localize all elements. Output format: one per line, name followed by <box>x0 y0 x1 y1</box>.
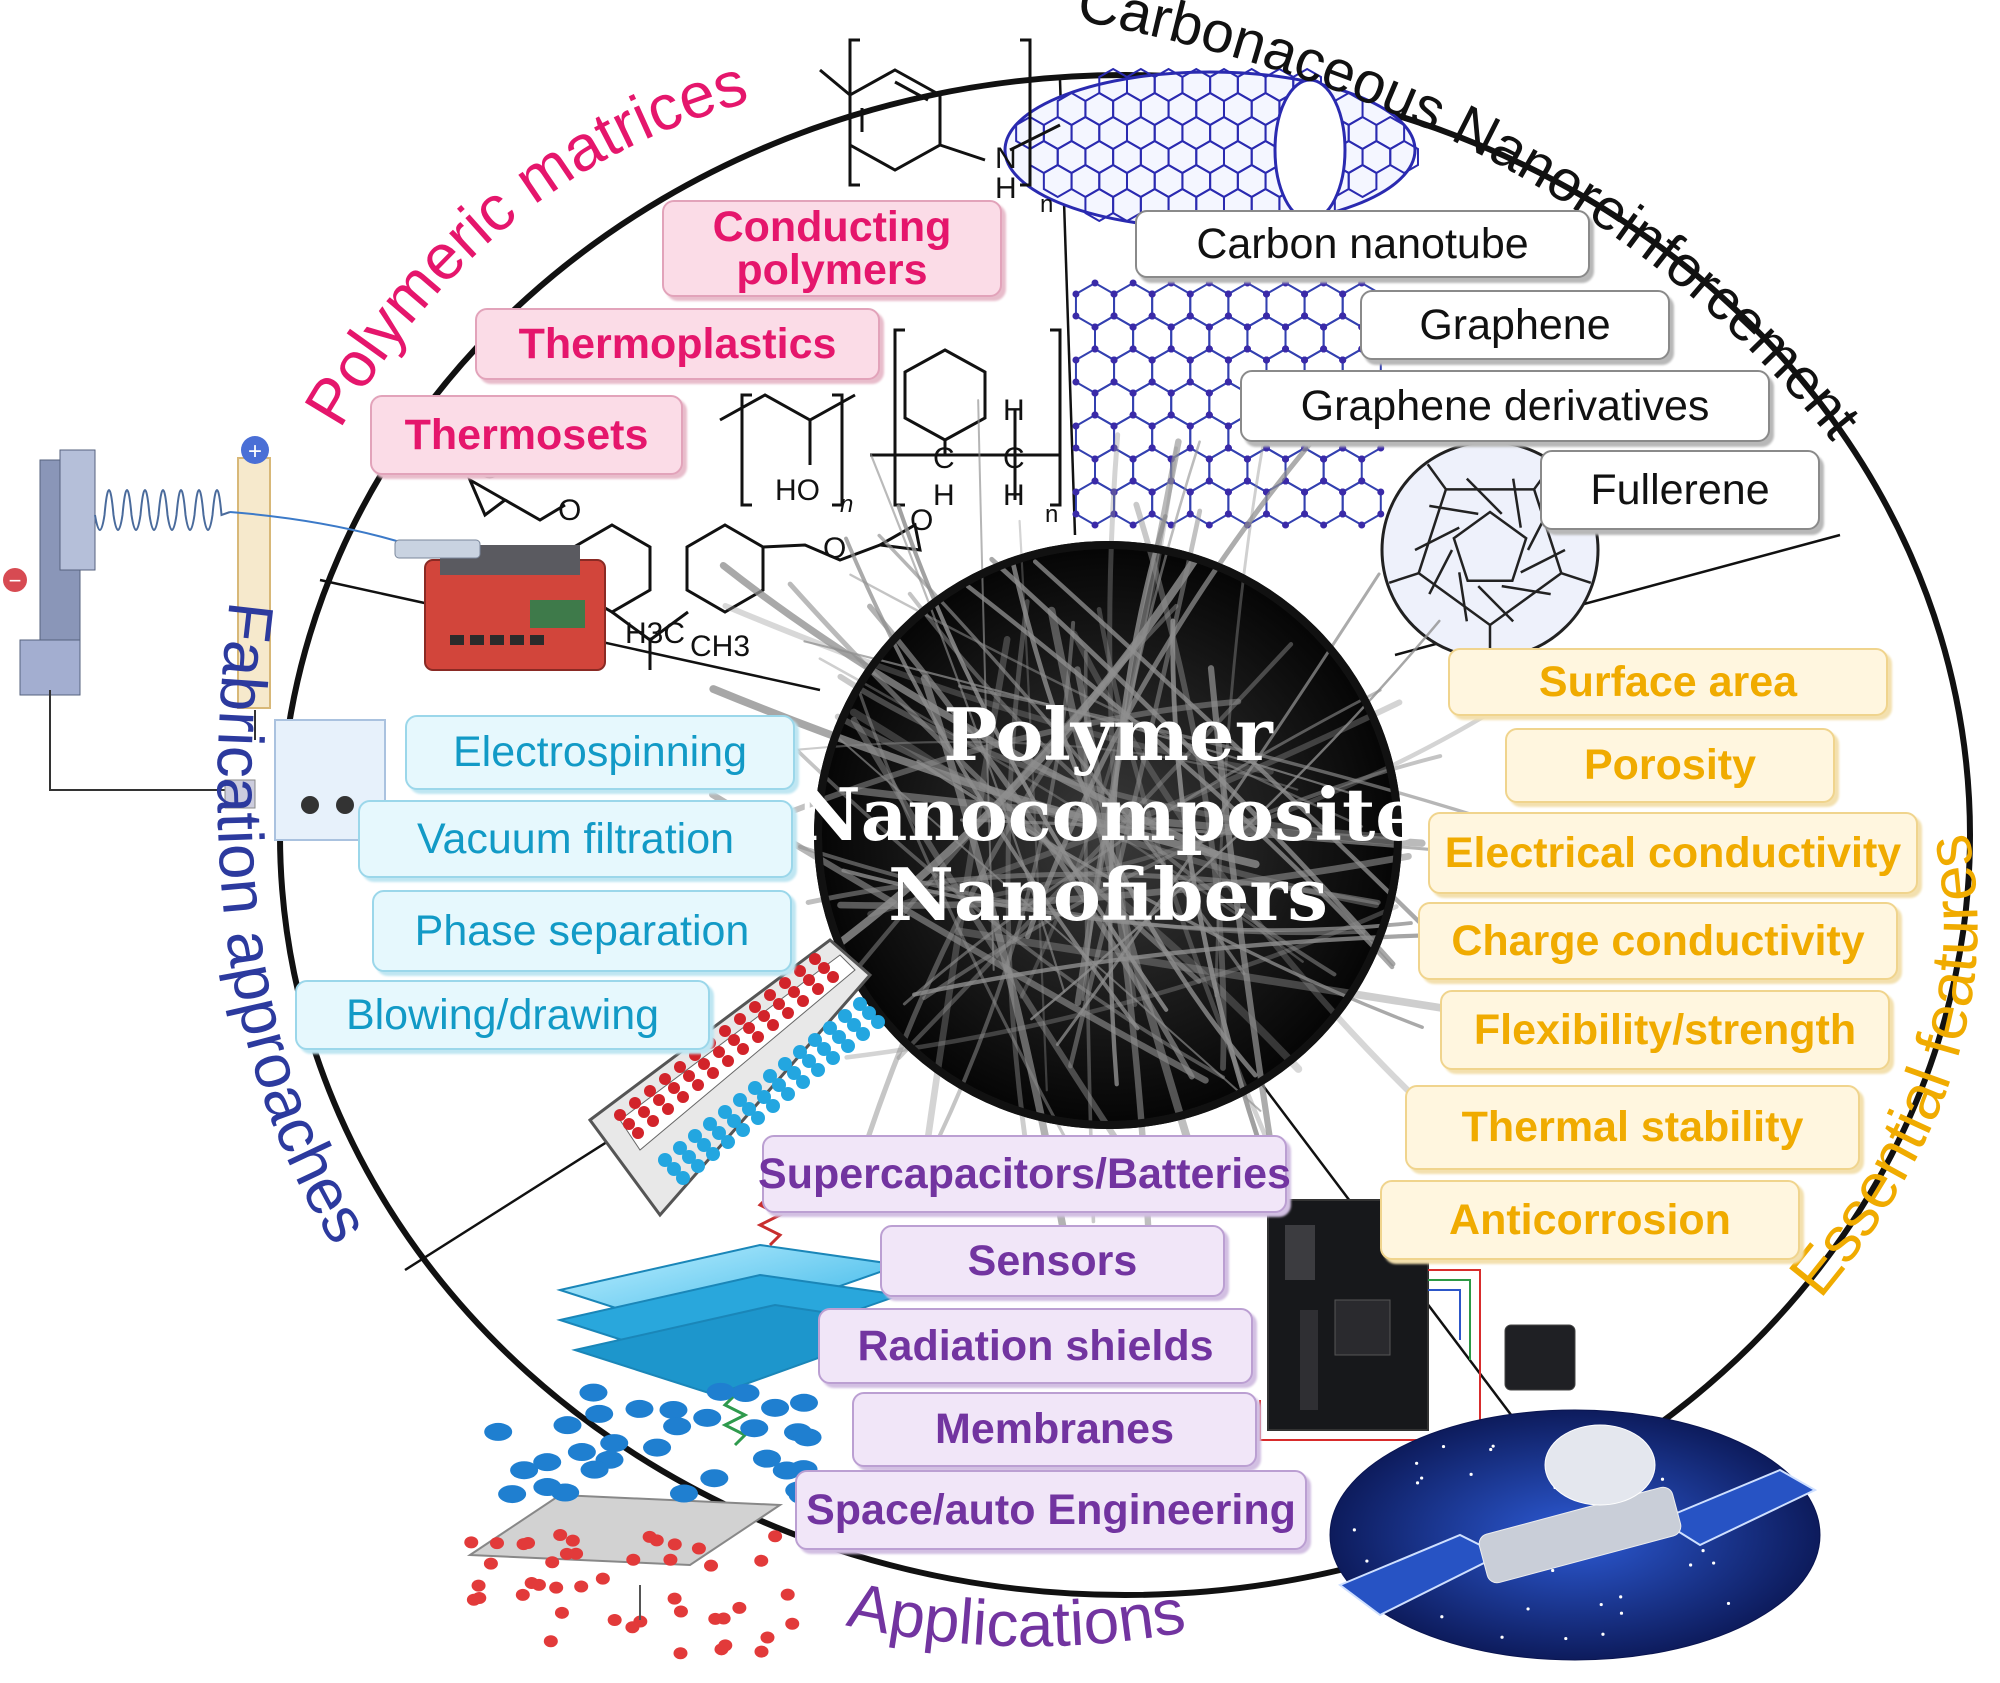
conducting-line-2: polymers <box>736 245 928 294</box>
epoxy-o2-label: O <box>558 494 581 527</box>
center-title-line-1: Polymer <box>943 692 1273 777</box>
satellite-space-icon <box>1329 1409 1821 1661</box>
label-graphene: Graphene <box>1360 290 1670 360</box>
ps-h-b-label: H <box>933 479 955 512</box>
epoxy-ch3-label: CH3 <box>690 630 750 663</box>
label-flexibility-strength: Flexibility/strength <box>1440 990 1890 1070</box>
label-electrospinning: Electrospinning <box>405 715 795 790</box>
pva-structure-icon <box>719 393 856 507</box>
amine-h-label: H <box>995 172 1017 205</box>
label-radiation-shields: Radiation shields <box>818 1308 1253 1384</box>
epoxy-h3c-label: H3C <box>625 617 685 650</box>
label-fullerene: Fullerene <box>1540 450 1820 530</box>
epoxy-o3-label: O <box>823 532 846 565</box>
epoxy-o4-label: O <box>910 504 933 537</box>
section-title-applications-path: Applications <box>842 1568 1190 1660</box>
label-thermosets: Thermosets <box>370 395 683 475</box>
amine-n-label: N <box>995 142 1017 175</box>
membrane-illustration-icon <box>464 1382 822 1660</box>
label-charge-conductivity: Charge conductivity <box>1418 902 1898 980</box>
label-blowing-drawing: Blowing/drawing <box>295 980 710 1050</box>
center-title-line-2: Nanocomposite <box>795 772 1421 857</box>
polystyrene-structure-icon <box>870 328 1062 507</box>
label-surface-area: Surface area <box>1448 648 1888 716</box>
ps-c2-label: C <box>1003 442 1025 475</box>
label-space-auto-engineering: Space/auto Engineering <box>795 1470 1307 1550</box>
section-title-applications: Applications <box>842 1568 1190 1660</box>
label-conducting-polymers: Conducting polymers <box>662 200 1002 297</box>
label-thermoplastics: Thermoplastics <box>475 308 880 380</box>
ps-h-a-label: H <box>1003 394 1025 427</box>
label-carbon-nanotube: Carbon nanotube <box>1135 210 1590 278</box>
label-membranes: Membranes <box>852 1392 1257 1467</box>
ps-c1-label: C <box>933 442 955 475</box>
battery-illustration-icon <box>587 938 885 1218</box>
nanofiber-center-image <box>686 399 1532 1239</box>
graphene-sheet-icon <box>1072 279 1385 529</box>
label-supercapacitors-batteries: Supercapacitors/Batteries <box>758 1135 1291 1213</box>
center-title-line-3: Nanofibers <box>888 852 1328 937</box>
label-sensors: Sensors <box>880 1225 1225 1297</box>
label-phase-separation: Phase separation <box>372 890 792 972</box>
label-graphene-derivatives: Graphene derivatives <box>1240 370 1770 442</box>
pva-n-label: n <box>840 491 853 518</box>
label-thermal-stability: Thermal stability <box>1405 1085 1860 1170</box>
label-porosity: Porosity <box>1505 728 1835 803</box>
pva-ho-label: HO <box>775 474 820 507</box>
label-anticorrosion: Anticorrosion <box>1380 1180 1800 1260</box>
polyaniline-n-label: n <box>1040 191 1053 218</box>
conducting-line-1: Conducting <box>712 202 952 251</box>
label-vacuum-filtration: Vacuum filtration <box>358 800 793 878</box>
syringe-pump-icon <box>394 539 606 671</box>
label-electrical-conductivity: Electrical conductivity <box>1428 812 1918 894</box>
polystyrene-n-label: n <box>1045 501 1058 528</box>
minus-sign: − <box>9 568 22 593</box>
ps-h-c-label: H <box>1003 479 1025 512</box>
polyaniline-structure-icon <box>819 38 1061 187</box>
plus-sign: + <box>248 438 262 465</box>
